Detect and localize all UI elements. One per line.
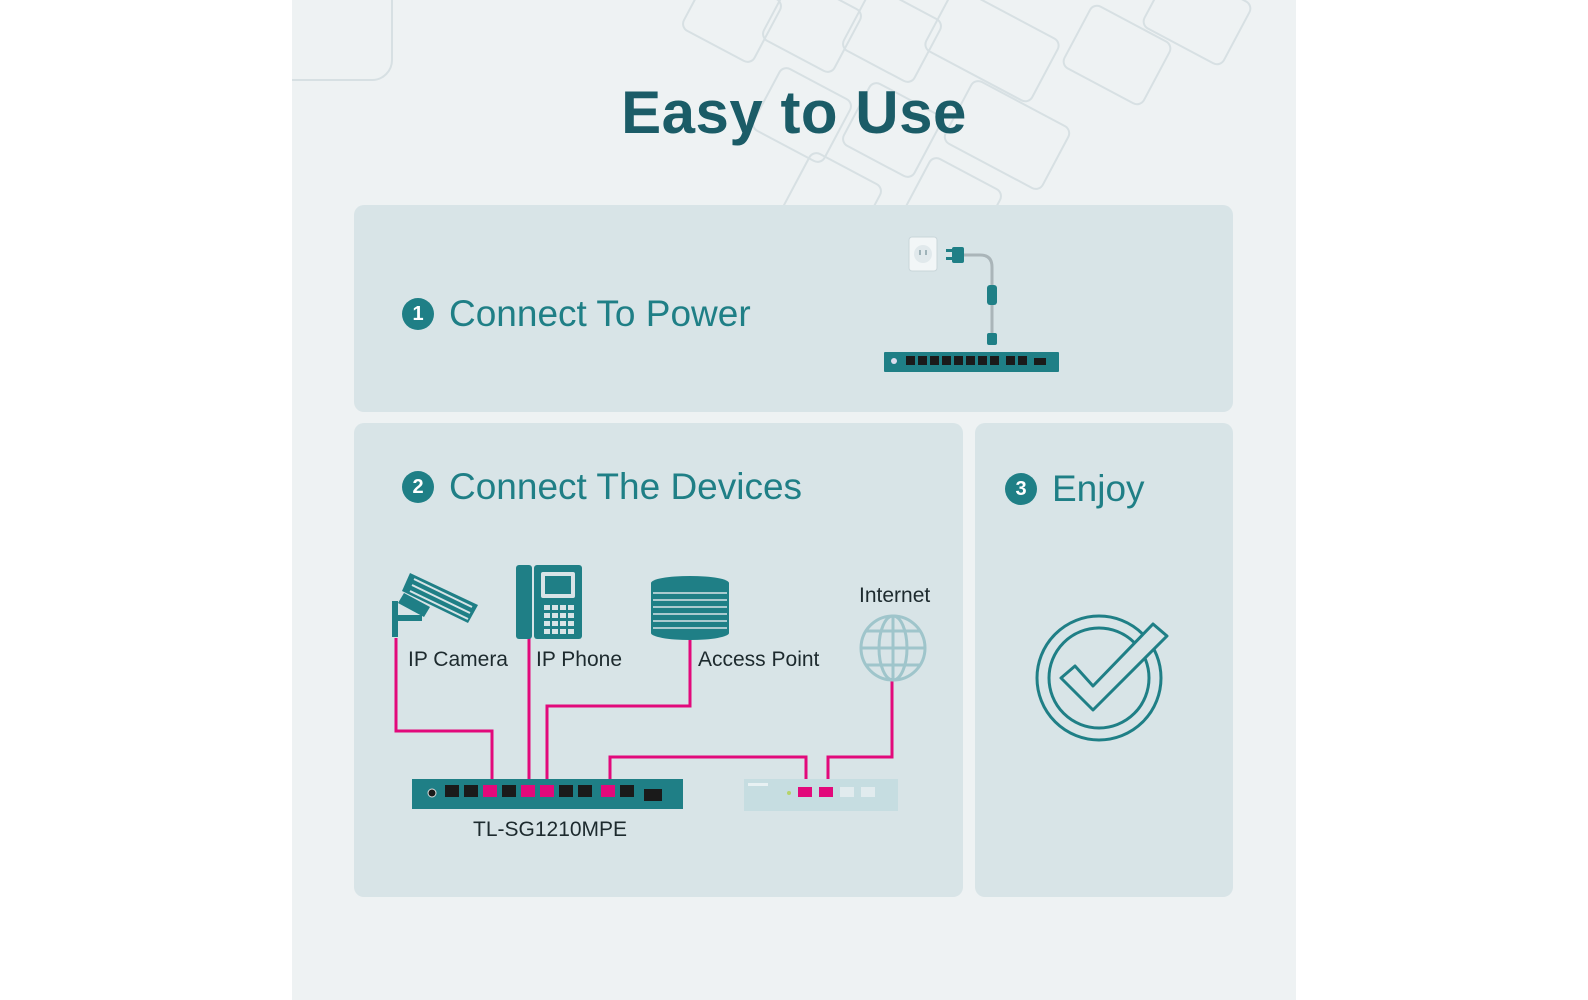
ip-camera-label: IP Camera	[408, 648, 508, 671]
canvas: Easy to Use 1 Connect To Power	[292, 0, 1296, 1000]
switch-power-illustration	[884, 352, 1059, 372]
step-connect-devices-panel: 2 Connect The Devices	[354, 423, 963, 897]
access-point-label: Access Point	[698, 648, 820, 671]
poe-switch	[412, 779, 683, 809]
globe-icon	[859, 614, 927, 682]
step-2-heading: 2 Connect The Devices	[402, 466, 802, 508]
step-3-number: 3	[1005, 473, 1037, 505]
plug-icon	[908, 236, 997, 345]
step-3-heading: 3 Enjoy	[1005, 468, 1145, 510]
internet-label: Internet	[859, 584, 931, 607]
step-enjoy-panel: 3 Enjoy	[975, 423, 1233, 897]
ip-camera-icon	[392, 573, 478, 637]
ip-phone-icon	[516, 565, 582, 639]
checkmark-circle-icon	[1035, 614, 1169, 742]
cable-diagram	[394, 638, 894, 781]
step-3-label: Enjoy	[1052, 468, 1145, 509]
step-1-heading: 1 Connect To Power	[402, 293, 751, 335]
step-2-label: Connect The Devices	[449, 466, 803, 507]
step-2-number: 2	[402, 471, 434, 503]
router-icon	[744, 779, 898, 811]
access-point-icon	[651, 576, 729, 640]
ip-phone-label: IP Phone	[536, 648, 623, 671]
switch-model-label: TL-SG1210MPE	[473, 818, 628, 841]
step-connect-power-panel: 1 Connect To Power	[354, 205, 1233, 412]
step-1-number: 1	[402, 298, 434, 330]
step-1-label: Connect To Power	[449, 293, 751, 334]
page-title: Easy to Use	[621, 79, 967, 146]
keyboard-background	[292, 0, 1252, 210]
